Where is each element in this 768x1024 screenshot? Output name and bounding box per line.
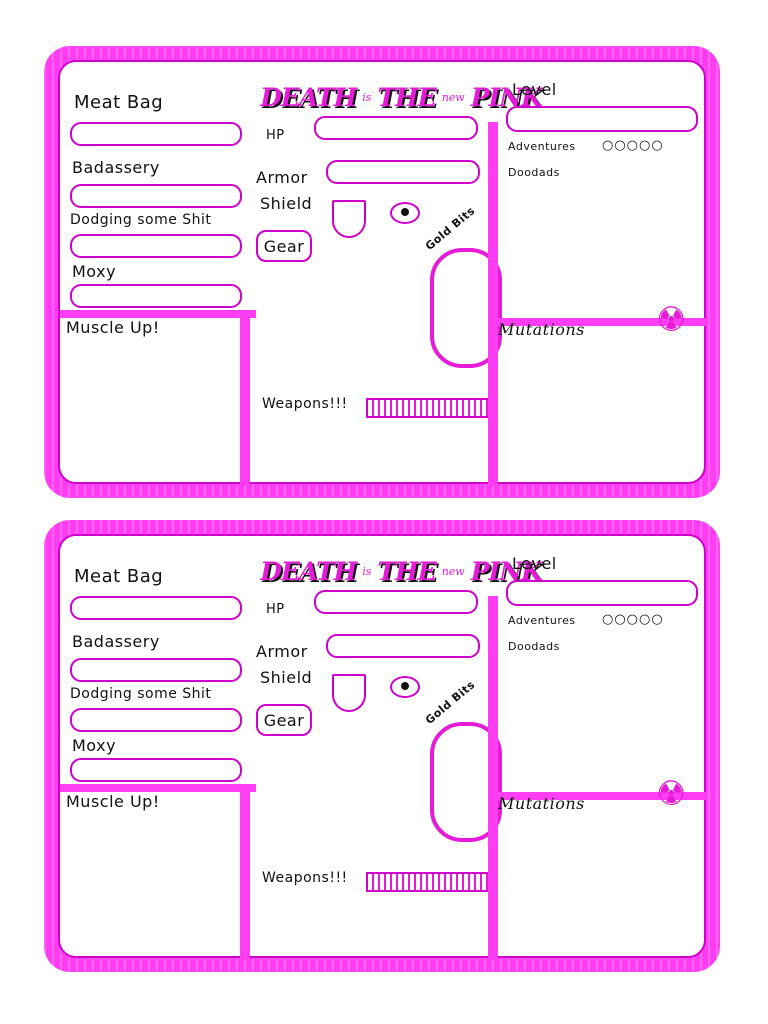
title-death: DEATH [260,557,357,586]
meat-bag-field[interactable] [70,596,242,620]
eye-icon [390,676,420,698]
meat-bag-label: Meat Bag [74,566,164,587]
weapons-area[interactable] [256,418,486,478]
muscle-up-label: Muscle Up! [66,792,160,811]
gear-area[interactable] [256,738,410,860]
adventures-label: Adventures [508,140,576,153]
left-column-divider [240,312,250,486]
title-is: is [362,565,372,578]
shield-icon[interactable] [332,200,366,238]
armor-label: Armor [256,642,308,661]
radiation-icon: ☢ [656,300,687,340]
armor-label: Armor [256,168,308,187]
adventures-checkboxes[interactable]: ○○○○○ [602,612,664,627]
right-column-divider [488,122,498,486]
shield-label: Shield [260,194,313,213]
gear-label: Gear [263,236,305,256]
gear-area[interactable] [256,264,410,386]
dodging-label: Dodging some Shit [70,686,212,702]
weapons-label: Weapons!!! [262,396,348,412]
shield-icon[interactable] [332,674,366,712]
gold-bits-label: Gold Bits [422,204,478,253]
right-column-divider [488,596,498,960]
doodads-label: Doodads [508,640,560,653]
doodads-area[interactable] [506,184,700,300]
sheet-title: DEATH is THE new PINK [260,66,543,112]
doodads-area[interactable] [506,658,700,774]
mutations-label: Mutations [498,320,585,339]
badassery-field[interactable] [70,184,242,208]
moxy-label: Moxy [72,736,117,755]
sheet-panel: DEATH is THE new PINK Meat Bag Badassery… [58,60,708,486]
adventures-checkboxes[interactable]: ○○○○○ [602,138,664,153]
mutations-area[interactable] [506,352,700,476]
level-label: Level [512,80,557,99]
title-new: new [441,565,465,578]
moxy-label: Moxy [72,262,117,281]
doodads-label: Doodads [508,166,560,179]
badassery-field[interactable] [70,658,242,682]
hp-field[interactable] [314,590,478,614]
hp-field[interactable] [314,116,478,140]
weapons-bar [366,872,494,892]
gear-box: Gear [256,704,312,736]
level-field[interactable] [506,580,698,606]
left-divider [60,310,260,318]
radiation-icon: ☢ [656,774,687,814]
muscle-up-area[interactable] [66,818,240,950]
dodging-label: Dodging some Shit [70,212,212,228]
dodging-field[interactable] [70,708,242,732]
title-the: THE [377,83,436,112]
muscle-up-area[interactable] [66,344,240,476]
dodging-field[interactable] [70,234,242,258]
mutations-area[interactable] [506,826,700,950]
eye-icon [390,202,420,224]
gold-bits-label: Gold Bits [422,678,478,727]
badassery-label: Badassery [72,158,160,177]
character-sheet-1: DEATH is THE new PINK Meat Bag Badassery… [44,46,720,498]
title-new: new [441,91,465,104]
left-divider [60,784,260,792]
sheet-panel: DEATH is THE new PINK Meat Bag Badassery… [58,534,708,960]
hp-label: HP [266,602,285,617]
badassery-label: Badassery [72,632,160,651]
character-sheet-2: DEATH is THE new PINK Meat Bag Badassery… [44,520,720,972]
hp-label: HP [266,128,285,143]
left-column-divider [240,786,250,960]
sheet-title: DEATH is THE new PINK [260,540,543,586]
armor-field[interactable] [326,634,480,658]
mutations-label: Mutations [498,794,585,813]
level-label: Level [512,554,557,573]
weapons-bar [366,398,494,418]
weapons-area[interactable] [256,892,486,952]
title-the: THE [377,557,436,586]
right-divider [492,792,708,800]
title-death: DEATH [260,83,357,112]
meat-bag-field[interactable] [70,122,242,146]
level-field[interactable] [506,106,698,132]
right-divider [492,318,708,326]
gear-label: Gear [263,710,305,730]
moxy-field[interactable] [70,284,242,308]
moxy-field[interactable] [70,758,242,782]
armor-field[interactable] [326,160,480,184]
adventures-label: Adventures [508,614,576,627]
title-is: is [362,91,372,104]
muscle-up-label: Muscle Up! [66,318,160,337]
gear-box: Gear [256,230,312,262]
shield-label: Shield [260,668,313,687]
meat-bag-label: Meat Bag [74,92,164,113]
weapons-label: Weapons!!! [262,870,348,886]
